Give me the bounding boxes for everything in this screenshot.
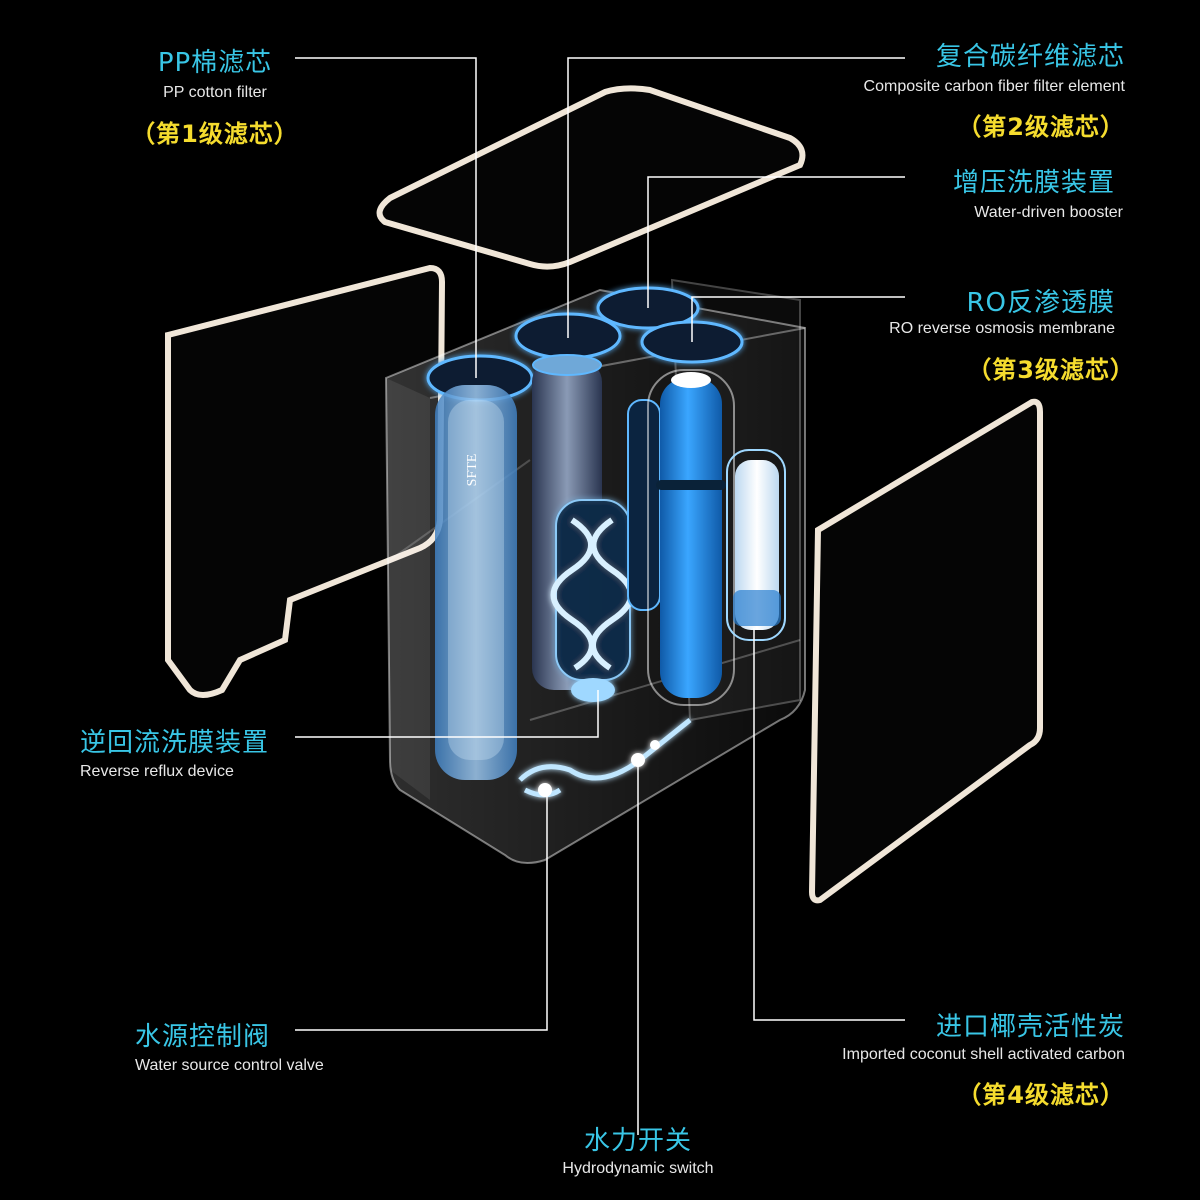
reflux-device-en-label: Reverse reflux device: [80, 763, 234, 780]
reflux-device-cn-label: 逆回流洗膜装置: [80, 728, 270, 758]
water-source-valve-node: [538, 783, 552, 797]
pp-cotton-filter: SFTE: [435, 385, 517, 780]
ro-membrane: [647, 369, 735, 706]
brand-logo: SFTE: [465, 454, 480, 487]
pp-filter-cn-label: PP棉滤芯: [157, 48, 273, 78]
leader-carbon: [567, 57, 905, 338]
leader-coconut: [753, 628, 905, 1021]
leader-valve: [295, 792, 548, 1031]
leader-reflux: [295, 690, 599, 738]
carbon-filter-cn-label: 复合碳纤维滤芯: [935, 42, 1125, 72]
top-lid-panel: [376, 85, 806, 270]
leader-booster: [647, 176, 905, 308]
coconut-carbon-filter: [726, 449, 786, 641]
water-driven-booster: [627, 399, 661, 611]
ro-membrane-cn-label: RO反渗透膜: [966, 288, 1115, 318]
ro-membrane-en-label: RO reverse osmosis membrane: [889, 320, 1115, 337]
water-valve-cn-label: 水源控制阀: [135, 1022, 271, 1052]
water-valve-en-label: Water source control valve: [135, 1057, 324, 1074]
coconut-carbon-cn-label: 进口椰壳活性炭: [935, 1012, 1125, 1042]
booster-cn-label: 增压洗膜装置: [952, 168, 1115, 198]
pp-filter-stage-label: （第1级滤芯）: [131, 120, 299, 148]
reverse-reflux-device: [550, 499, 634, 702]
leader-pp: [295, 57, 477, 378]
ro-membrane-stage-label: （第3级滤芯）: [967, 356, 1135, 384]
leader-lines: [295, 57, 905, 1135]
carbon-filter-en-label: Composite carbon fiber filter element: [863, 78, 1125, 95]
leader-ro: [691, 296, 905, 342]
pp-filter-en-label: PP cotton filter: [163, 84, 267, 101]
right-side-panel: [808, 398, 1043, 904]
coconut-carbon-stage-label: （第4级滤芯）: [957, 1081, 1125, 1109]
hydro-switch-cn-label: 水力开关: [583, 1126, 692, 1156]
booster-en-label: Water-driven booster: [974, 204, 1123, 221]
coconut-carbon-en-label: Imported coconut shell activated carbon: [842, 1046, 1125, 1063]
carbon-filter-stage-label: （第2级滤芯）: [957, 113, 1125, 141]
hydro-switch-en-label: Hydrodynamic switch: [562, 1160, 714, 1177]
